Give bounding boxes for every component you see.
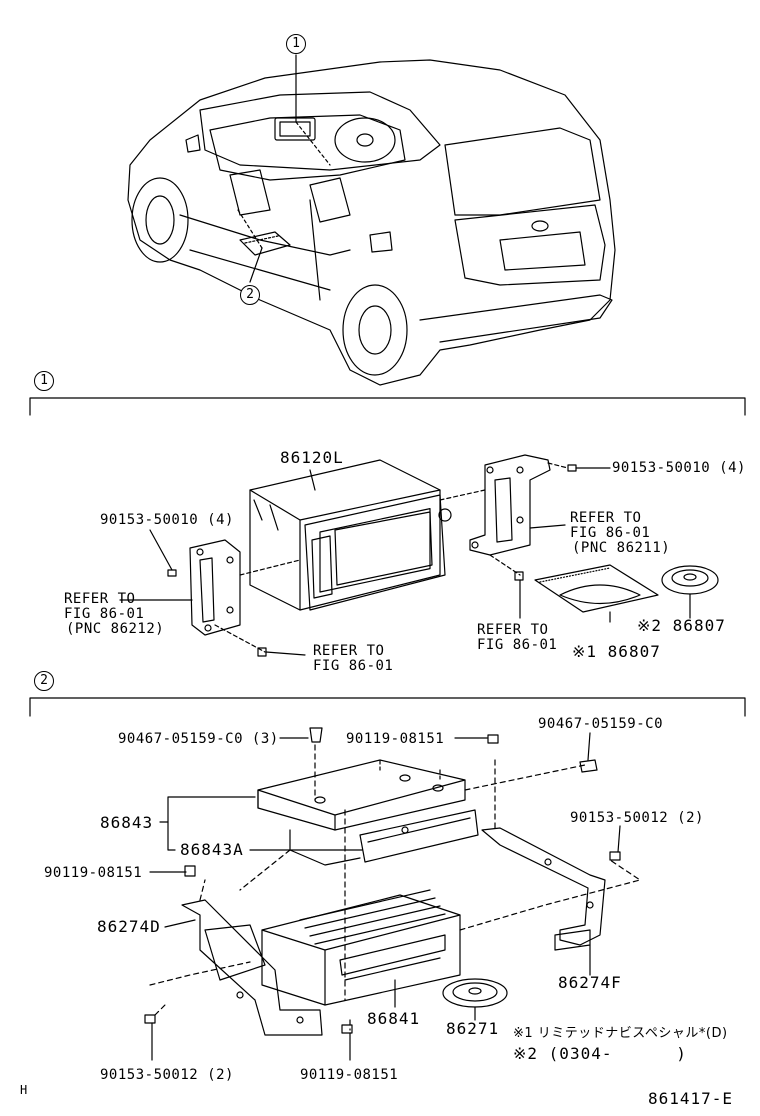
label-screw-bottom-left: 90153-50012 (2) <box>100 1067 234 1083</box>
av-main-unit <box>250 460 451 610</box>
left-bracket <box>190 540 300 652</box>
label-disc-pack: ※2 86807 <box>637 616 726 635</box>
screws-section1 <box>120 465 610 656</box>
label-refer-right-2: FIG 86-01 <box>570 525 651 541</box>
label-pin-right: 90467-05159-C0 <box>538 716 664 732</box>
footer-left-mark: H <box>20 1083 28 1097</box>
label-bolt-top: 90119-08151 <box>346 731 445 747</box>
cd-changer <box>262 890 460 1005</box>
bracket-86274F <box>482 828 605 950</box>
label-86274D: 86274D <box>97 917 161 936</box>
label-86274F: 86274F <box>558 973 622 992</box>
section1-frame <box>30 398 745 415</box>
callout-2-car: 2 <box>240 285 260 305</box>
label-refer-right-3: (PNC 86211) <box>572 540 671 556</box>
label-refer-right-1: REFER TO <box>570 510 642 526</box>
screws-section2 <box>145 728 620 1033</box>
disc-case <box>535 565 658 622</box>
note-1: ※1 リミテッドナビスペシャル*(D) <box>513 1026 728 1041</box>
label-refer-mid-2: FIG 86-01 <box>477 637 558 653</box>
section2-frame <box>30 698 745 716</box>
label-screw-left: 90153-50010 (4) <box>100 512 234 528</box>
section1-label: 1 <box>34 371 54 391</box>
section2-label: 2 <box>34 671 54 691</box>
label-refer-left-3: (PNC 86212) <box>66 621 165 637</box>
label-bolt-bottom: 90119-08151 <box>300 1067 399 1083</box>
disc-86271 <box>443 979 507 1020</box>
label-pin-left: 90467-05159-C0 (3) <box>118 731 279 747</box>
vehicle-illustration <box>128 55 615 385</box>
label-86841: 86841 <box>367 1009 421 1028</box>
label-refer-left-1: REFER TO <box>64 591 136 607</box>
label-refer-bottom-1: REFER TO <box>313 643 385 659</box>
label-screw-right: 90153-50012 (2) <box>570 810 704 826</box>
leader-lines-section2 <box>150 733 620 1060</box>
callout-1-car: 1 <box>286 34 306 54</box>
label-refer-mid-1: REFER TO <box>477 622 549 638</box>
label-disc-case: ※1 86807 <box>572 642 661 661</box>
label-86843A: 86843A <box>180 840 244 859</box>
note-2: ※2 (0304- ) <box>513 1044 687 1063</box>
label-screw-top-right: 90153-50010 (4) <box>612 460 746 476</box>
label-86120L: 86120L <box>280 448 344 467</box>
assembly-lines <box>150 745 640 1030</box>
bracket-86274D <box>182 900 322 1035</box>
label-86843: 86843 <box>100 813 154 832</box>
label-86271: 86271 <box>446 1019 500 1038</box>
figure-code: 861417-E <box>648 1089 734 1108</box>
right-bracket <box>440 455 568 575</box>
label-refer-left-2: FIG 86-01 <box>64 606 145 622</box>
label-refer-bottom-2: FIG 86-01 <box>313 658 394 674</box>
changer-cover <box>258 760 478 865</box>
label-bolt-left: 90119-08151 <box>44 865 143 881</box>
disc-pack <box>662 566 718 618</box>
